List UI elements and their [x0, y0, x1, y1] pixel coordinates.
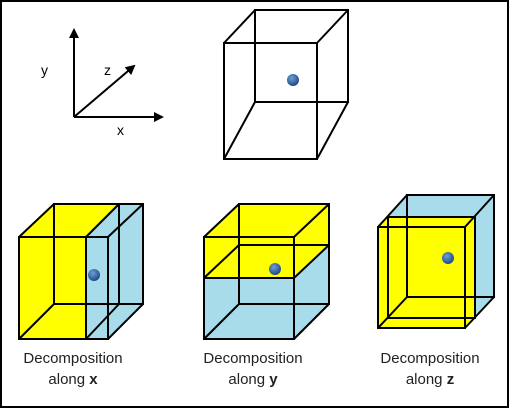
z-axis-arrow [73, 64, 136, 118]
particle-dot-x [88, 269, 100, 281]
particle-dot-z [442, 252, 454, 264]
y-axis-label: y [41, 62, 48, 78]
axes-diagram [69, 28, 164, 122]
top-cube [223, 9, 349, 160]
caption-decomposition-z: Decomposition along z [360, 348, 500, 390]
z-axis-label: z [104, 62, 111, 78]
caption-title: Decomposition [380, 350, 480, 367]
caption-axis: z [446, 371, 455, 388]
caption-axis-line: along z [405, 371, 455, 388]
caption-axis-line: along y [228, 371, 278, 388]
caption-axis: y [269, 371, 278, 388]
particle-dot-top [287, 74, 299, 86]
caption-decomposition-x: Decomposition along x [10, 348, 136, 390]
caption-axis: x [89, 371, 98, 388]
caption-axis-line: along x [48, 371, 98, 388]
caption-title: Decomposition [203, 350, 303, 367]
x-axis-label: x [117, 122, 124, 138]
cube-decomposition-z [377, 194, 495, 329]
caption-title: Decomposition [23, 350, 123, 367]
cube-decomposition-x [18, 203, 144, 340]
cube-decomposition-y [203, 203, 330, 340]
caption-decomposition-y: Decomposition along y [190, 348, 316, 390]
particle-dot-y [269, 263, 281, 275]
